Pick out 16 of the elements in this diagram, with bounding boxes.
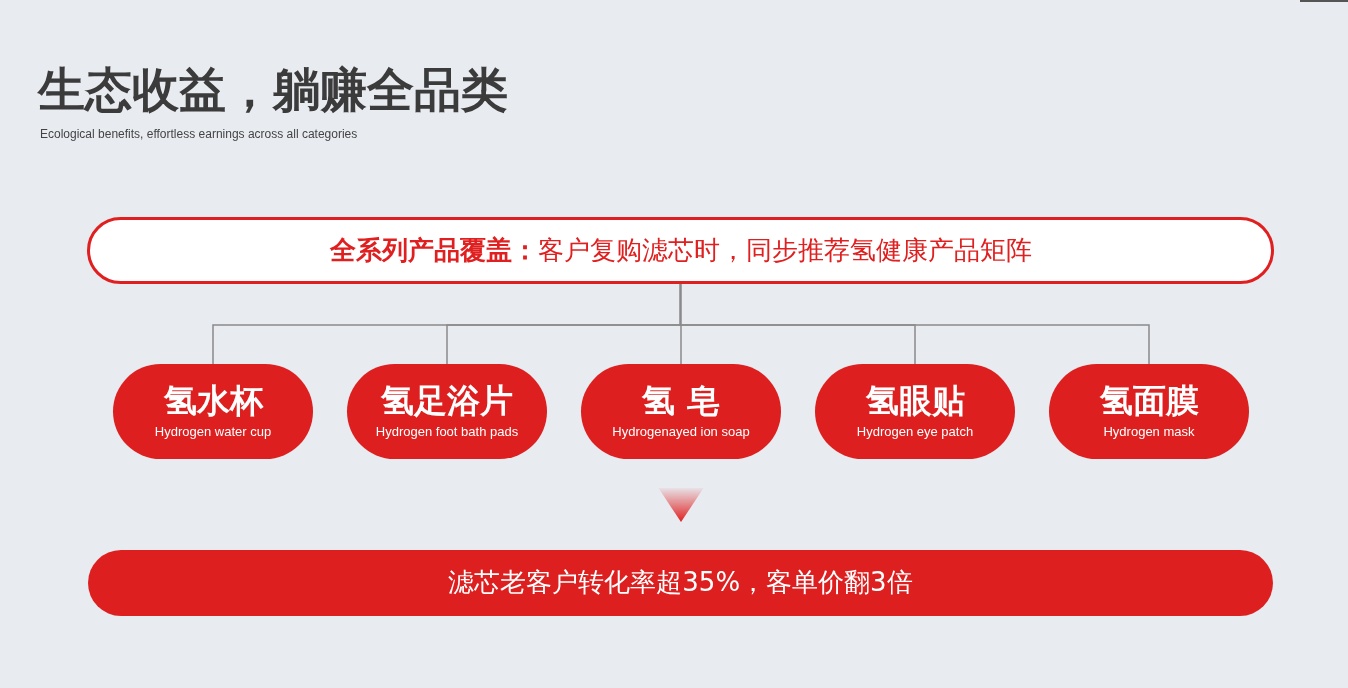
result-text: 滤芯老客户转化率超35%，客单价翻3倍 (448, 567, 913, 599)
banner-text: 全系列产品覆盖：客户复购滤芯时，同步推荐氢健康产品矩阵 (329, 234, 1032, 267)
product-english-name: Hydrogen water cup (154, 424, 272, 440)
product-name: 氢水杯 (163, 383, 263, 420)
connector-line (679, 283, 1150, 365)
product-english-name: Hydrogen foot bath pads (375, 424, 519, 440)
product-name: 氢 皂 (642, 383, 720, 420)
down-arrow (658, 488, 704, 523)
product-name: 氢足浴片 (381, 383, 513, 420)
subtitle: Ecological benefits, effortless earnings across all categories (40, 127, 358, 143)
product-english-name: Hydrogen mask (1103, 424, 1195, 440)
product-name: 氢眼贴 (865, 383, 965, 420)
page-title: 生态收益，躺赚全品类 (38, 62, 508, 119)
product-english-name: Hydrogen eye patch (856, 424, 974, 440)
product-english-name: Hydrogenayed ion soap (612, 424, 750, 440)
product-name: 氢面膜 (1099, 383, 1199, 420)
